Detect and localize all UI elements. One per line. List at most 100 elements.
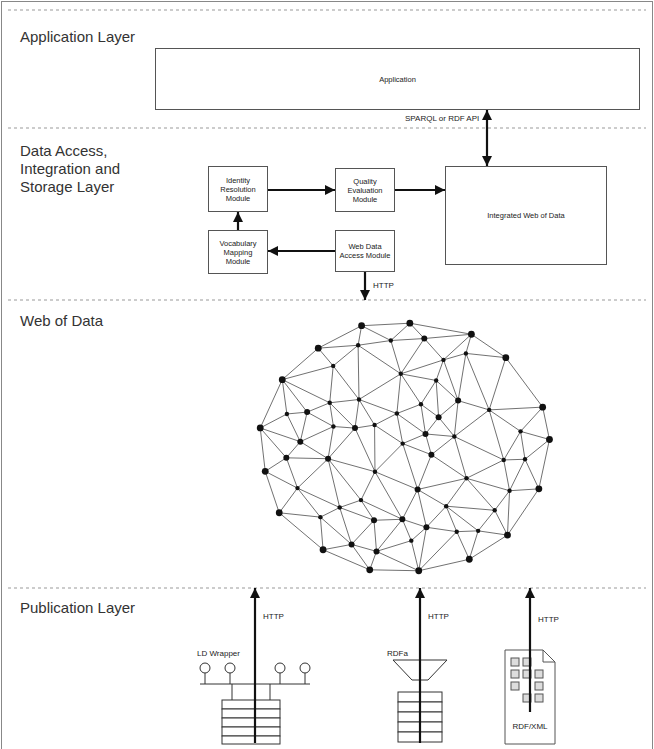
source-label: LD Wrapper: [195, 640, 315, 745]
ld-wrapper-symbol: [200, 663, 210, 673]
ld-wrapper-symbol: [222, 709, 280, 718]
graph-link: [260, 323, 549, 571]
graph-dot: [389, 338, 393, 342]
arrow-connector: [237, 212, 239, 230]
graph-dot: [399, 372, 403, 376]
graph-dot: [523, 457, 527, 461]
ld-wrapper-symbol: [225, 663, 235, 673]
ld-wrapper-symbol: [300, 663, 310, 673]
graph-dot: [279, 376, 286, 383]
layer-band: Web of Data: [0, 300, 654, 588]
graph-dot: [421, 336, 427, 342]
graph-dot: [455, 398, 461, 404]
node-text: Integrated Web of Data: [487, 211, 564, 220]
rdf-xml-document: [511, 670, 519, 678]
graph-dot: [476, 529, 480, 533]
arrow-shaft: [419, 640, 421, 743]
graph-dot: [444, 504, 448, 508]
graph-dot: [352, 425, 358, 431]
arrow-connector: [395, 189, 445, 191]
node-text: RDFa: [387, 649, 408, 659]
ld-wrapper-symbol: [222, 718, 280, 727]
graph-dot: [357, 397, 361, 401]
node-text: LD Wrapper: [197, 649, 240, 659]
layer-separators: [8, 10, 646, 11]
graph-dot: [359, 498, 363, 502]
ld-wrapper-symbol: [205, 673, 206, 684]
graph-dot: [436, 414, 442, 420]
ld-wrapper-symbol: [222, 736, 280, 744]
graph-dot: [464, 351, 468, 355]
rdf-xml-document: [543, 650, 555, 662]
arrow-shaft: [255, 640, 530, 743]
graph-dot: [415, 567, 422, 574]
graph-dot: [320, 546, 327, 553]
connector-label: SPARQL or RDF API: [403, 114, 481, 124]
arrow-connector: [529, 588, 531, 645]
layer-title: Publication Layer: [20, 588, 220, 617]
connector-label: HTTP: [426, 612, 451, 622]
graph-dot: [423, 431, 429, 437]
graph-dot: [297, 439, 303, 445]
layer-band: ApplicationApplication Layer: [0, 10, 654, 128]
layer-separators: [8, 10, 646, 588]
layer-title: Web of Data: [20, 300, 220, 330]
node-text: Application: [379, 75, 416, 84]
graph-dot: [507, 489, 511, 493]
arrow-shaft: [254, 640, 256, 743]
arrow-connector: [486, 110, 488, 166]
storage-box: Integrated Web of Data: [445, 166, 607, 265]
arrow-shaft: [529, 645, 531, 712]
ld-wrapper-symbol: [280, 673, 281, 684]
graph-dot: [428, 452, 434, 458]
graph-dot: [395, 411, 399, 415]
graph-dot: [502, 458, 506, 462]
graph-dot: [338, 505, 342, 509]
layer-separators: [8, 128, 646, 129]
graph-dot: [441, 358, 445, 362]
module-box: Identity Resolution Module: [208, 166, 268, 212]
graph-dot: [468, 331, 475, 338]
connector-label: HTTP: [536, 615, 561, 625]
graph-dot: [419, 402, 423, 406]
layer-separators: [8, 588, 646, 589]
graph-dot: [452, 434, 456, 438]
ld-wrapper-symbol: [230, 673, 231, 684]
graph-dot: [546, 436, 553, 443]
graph-dot: [487, 408, 491, 412]
rdf-xml-document: [535, 682, 543, 690]
arrow-connector: [268, 250, 335, 252]
ld-wrapper-symbol: [222, 727, 280, 736]
graph-dot: [262, 468, 269, 475]
graph-dot: [539, 404, 546, 411]
graph-dot: [283, 455, 289, 461]
node-text: Web Data Access Module: [339, 242, 391, 260]
source-label: RDFa: [385, 640, 455, 745]
graph-dot: [356, 343, 360, 347]
arrow-connector: [419, 588, 421, 640]
graph-dot: [372, 423, 376, 427]
graph-dot: [518, 429, 522, 433]
graph-dot: [434, 378, 438, 382]
graph-dot: [535, 485, 542, 492]
graph-dot: [504, 532, 511, 539]
graph-dot: [295, 486, 299, 490]
rdf-xml-document: [535, 670, 543, 678]
ld-wrapper-symbol: [222, 700, 280, 709]
graph-dot: [328, 401, 332, 405]
graph-dot: [315, 345, 322, 352]
graph-dot: [502, 354, 509, 361]
node-text: Quality Evaluation Module: [339, 177, 391, 204]
graph-dot: [358, 322, 365, 329]
graph-dot: [373, 548, 379, 554]
node-text: Identity Resolution Module: [212, 176, 264, 203]
graph-dot: [373, 469, 377, 473]
graph-dot: [349, 541, 355, 547]
web-of-data-graph: [257, 320, 553, 574]
graph-dot: [406, 320, 413, 327]
